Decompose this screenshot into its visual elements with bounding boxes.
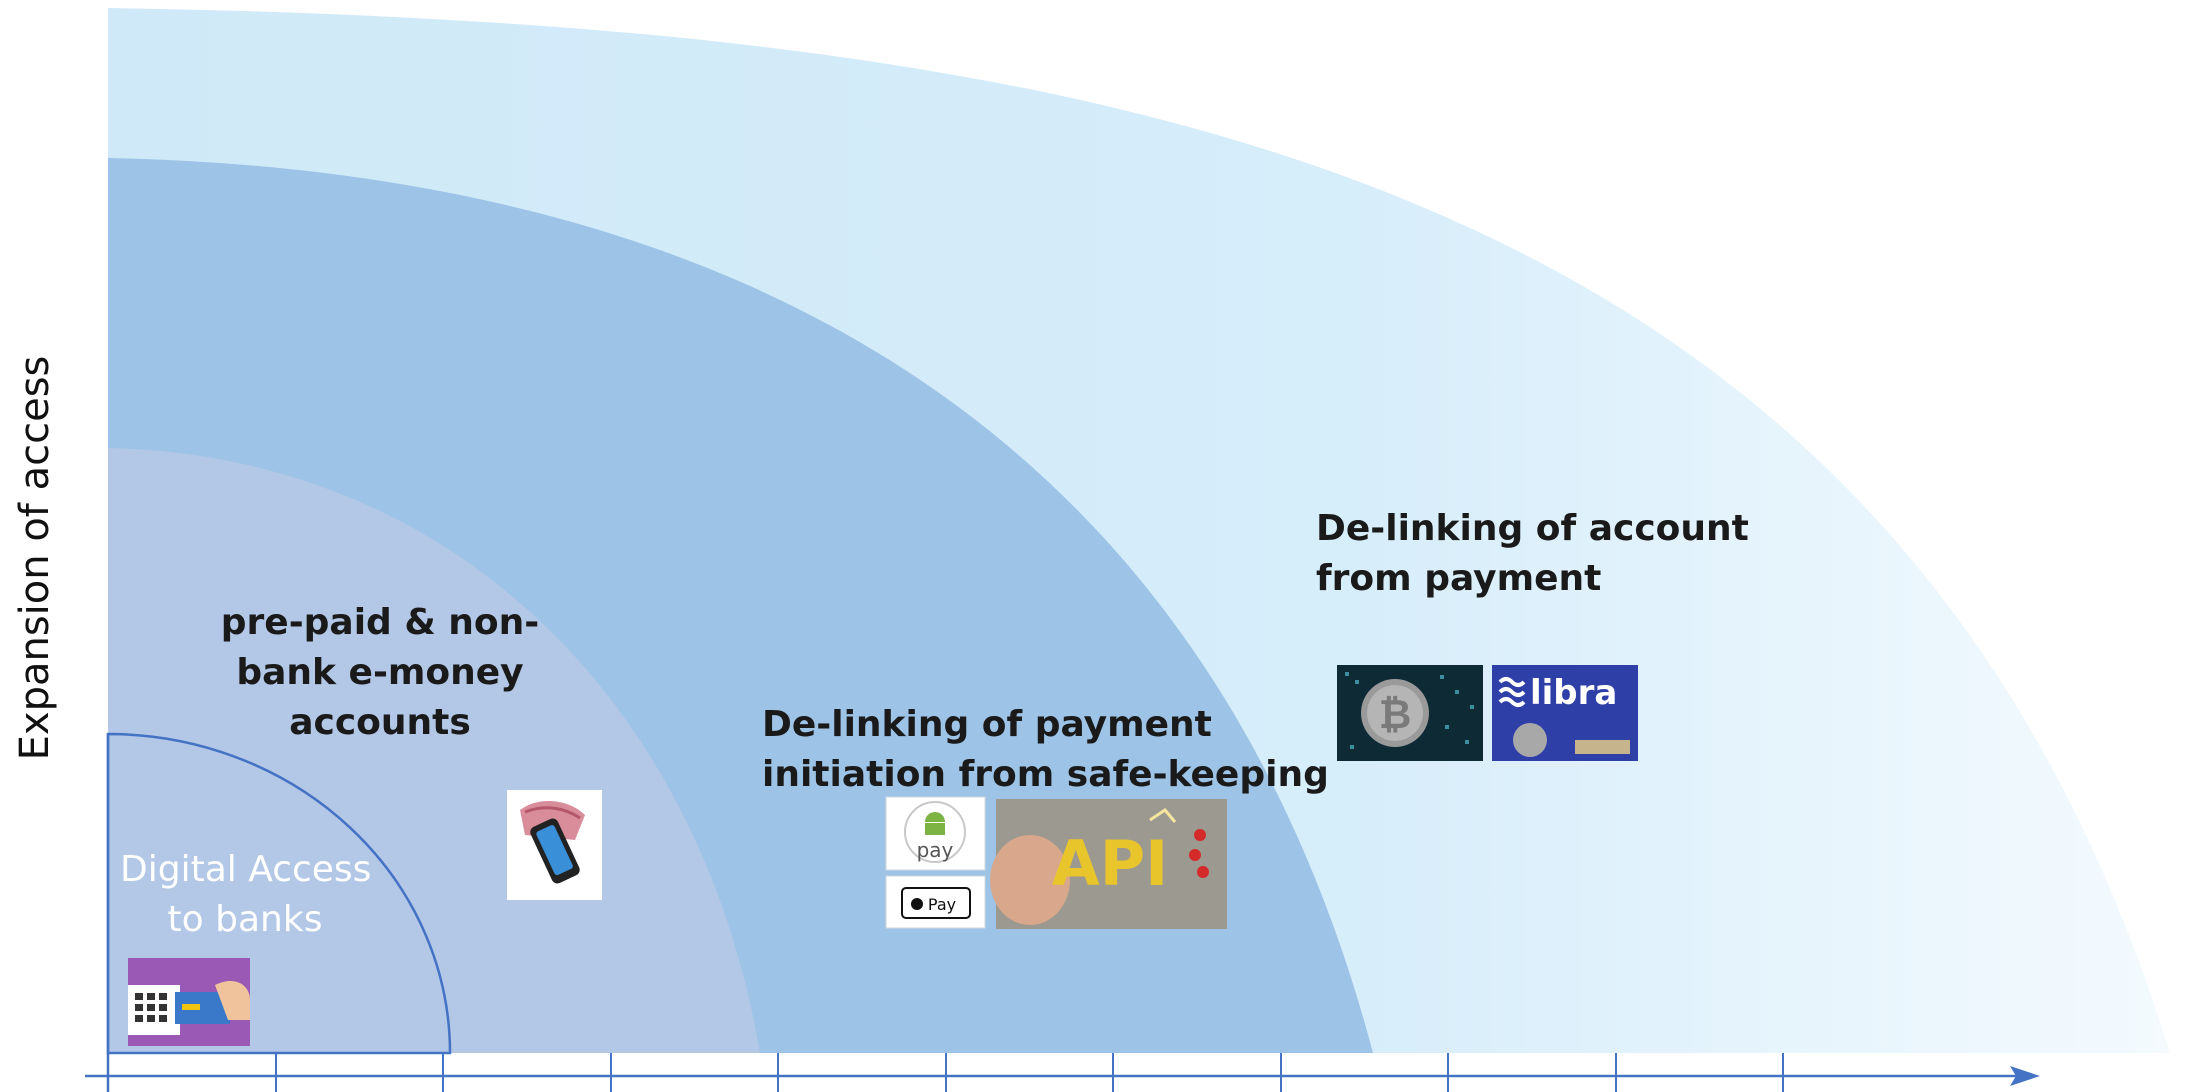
y-axis-title: Expansion of access: [12, 355, 58, 761]
apple-pay-icon: Pay: [885, 875, 986, 929]
apple-pay-text: Pay: [928, 895, 956, 914]
zone-label-line: pre-paid & non-: [220, 602, 540, 643]
zone-label-line: initiation from safe-keeping: [762, 754, 1329, 795]
zone-label-line: De-linking of payment: [762, 704, 1212, 745]
mobile-money-icon: [507, 790, 602, 900]
zone-label-line: Digital Access: [120, 849, 372, 890]
libra-icon: libra: [1492, 665, 1638, 761]
card-terminal-icon: [128, 958, 250, 1046]
x-axis-arrowhead: [2010, 1066, 2040, 1086]
zone-label-line: De-linking of account: [1316, 508, 1749, 549]
bitcoin-icon: ₿: [1337, 665, 1483, 761]
zone-label-payment-delinking: De-linking of payment initiation from sa…: [762, 700, 1329, 800]
zone-label-line: to banks: [167, 899, 323, 940]
api-icon: API: [990, 799, 1227, 929]
zone-label-digital-access: Digital Access to banks: [120, 845, 372, 945]
zone-label-line: bank e-money: [236, 652, 524, 693]
x-axis-ticks: [107, 1053, 1784, 1092]
android-pay-text: pay: [917, 838, 954, 862]
svg-text:₿: ₿: [1379, 692, 1412, 738]
android-pay-icon: pay: [885, 796, 986, 871]
api-text: API: [1052, 827, 1169, 900]
zone-label-prepaid: pre-paid & non- bank e-money accounts: [215, 598, 545, 748]
libra-text: libra: [1530, 673, 1617, 713]
zone-label-line: accounts: [289, 702, 471, 743]
zone-label-account-delinking: De-linking of account from payment: [1316, 504, 1749, 604]
zone-label-line: from payment: [1316, 558, 1602, 599]
